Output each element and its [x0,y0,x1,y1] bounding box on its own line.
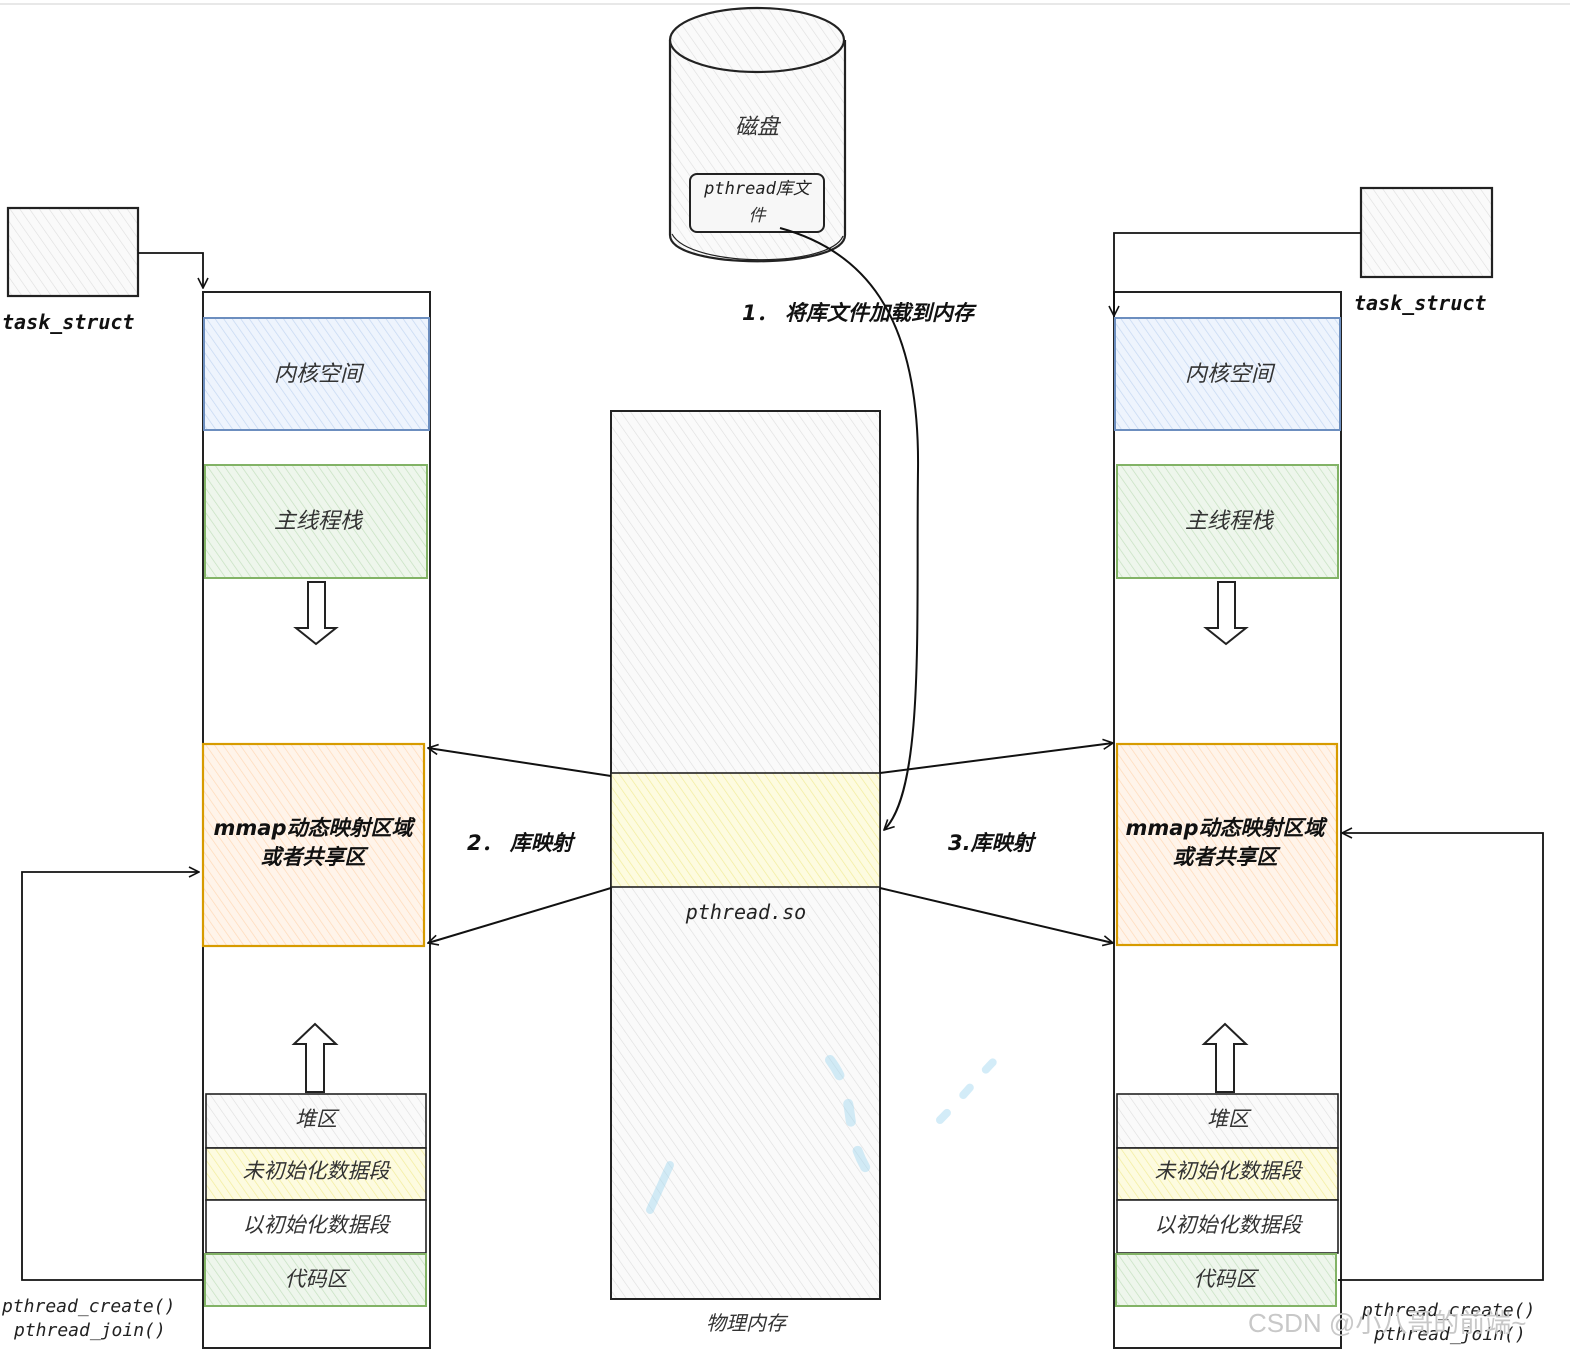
step-load-label: 1． 将库文件加载到内存 [742,301,977,325]
left-bss-label: 未初始化数据段 [243,1159,392,1183]
right-stack-grow-arrow [1203,581,1249,646]
right-code-label: 代码区 [1194,1267,1260,1291]
left-stack-grow-arrow [293,581,339,646]
left-map-bottom-arrow [428,887,612,943]
left-kernel-space [203,317,430,431]
right-map-top-arrow [879,743,1113,774]
right-code [1115,1253,1337,1307]
lib-file-label-line1: pthread库文 [703,179,813,199]
left-data [205,1199,427,1254]
left-mmap-label-line1: mmap动态映射区域 [214,816,417,840]
right-call-join: pthread_join() [1373,1324,1526,1345]
right-stack-label: 主线程栈 [1185,509,1275,534]
left-heap [205,1093,427,1149]
left-task-struct-arrow [138,252,203,288]
disk-cylinder: 磁盘 pthread库文 件 [668,6,847,263]
physical-lib-region [610,772,881,888]
left-code-label: 代码区 [285,1267,351,1291]
left-task-struct-box [6,206,140,298]
left-call-create: pthread_create() [1,1296,175,1317]
right-task-struct-box [1359,186,1494,279]
left-mmap-region [201,742,426,948]
left-call-join: pthread_join() [13,1320,166,1341]
right-main-stack [1116,464,1339,579]
csdn-watermark: CSDN @小八哥的前端~ [1248,1308,1526,1338]
right-call-loop-arrow [1338,833,1544,1281]
decorative-ribbons [646,1055,999,1214]
right-heap-grow-arrow [1201,1022,1249,1093]
left-process: task_struct 内核空间 主线程栈 mmap动态映射区域 或者共享区 堆… [1,206,431,1349]
lib-file-box [689,173,825,233]
left-code [204,1253,427,1307]
load-to-memory-arrow [779,227,920,830]
step-map-right-label: 3.库映射 [948,831,1037,855]
step-map-left-label: 2． 库映射 [467,831,576,855]
left-map-top-arrow [428,748,612,777]
left-heap-grow-arrow [291,1022,339,1093]
left-kernel-label: 内核空间 [274,362,365,387]
left-task-struct-label: task_struct [2,310,134,334]
right-map-bottom-arrow [879,887,1113,943]
physical-lib-label: pthread.so [685,900,806,924]
right-bss-label: 未初始化数据段 [1155,1159,1304,1183]
right-process: task_struct 内核空间 主线程栈 mmap动态映射区域 或者共享区 堆… [1114,186,1544,1349]
lib-file-label-line2: 件 [749,206,768,226]
right-data-label: 以初始化数据段 [1155,1213,1304,1237]
left-bss [205,1147,427,1201]
right-mmap-region [1115,742,1339,947]
left-stack-label: 主线程栈 [274,509,364,534]
physical-memory: pthread.so 物理内存 [610,410,881,1335]
right-kernel-label: 内核空间 [1185,362,1276,387]
left-call-loop-arrow [21,872,203,1281]
right-mmap-label-line2: 或者共享区 [1173,845,1282,869]
disk-label: 磁盘 [735,115,782,140]
left-main-stack [204,464,428,579]
right-data [1116,1199,1339,1254]
right-task-struct-label: task_struct [1354,291,1486,315]
right-mmap-label-line1: mmap动态映射区域 [1126,816,1329,840]
left-heap-label: 堆区 [295,1107,340,1131]
mapping-arrows [428,227,1113,943]
left-data-label: 以初始化数据段 [243,1213,392,1237]
right-call-create: pthread_create() [1361,1300,1535,1321]
right-heap-label: 堆区 [1207,1107,1252,1131]
left-mmap-label-line2: 或者共享区 [261,845,370,869]
right-kernel-space [1114,317,1341,431]
physical-memory-label: 物理内存 [706,1311,789,1335]
right-task-struct-arrow [1114,232,1361,316]
